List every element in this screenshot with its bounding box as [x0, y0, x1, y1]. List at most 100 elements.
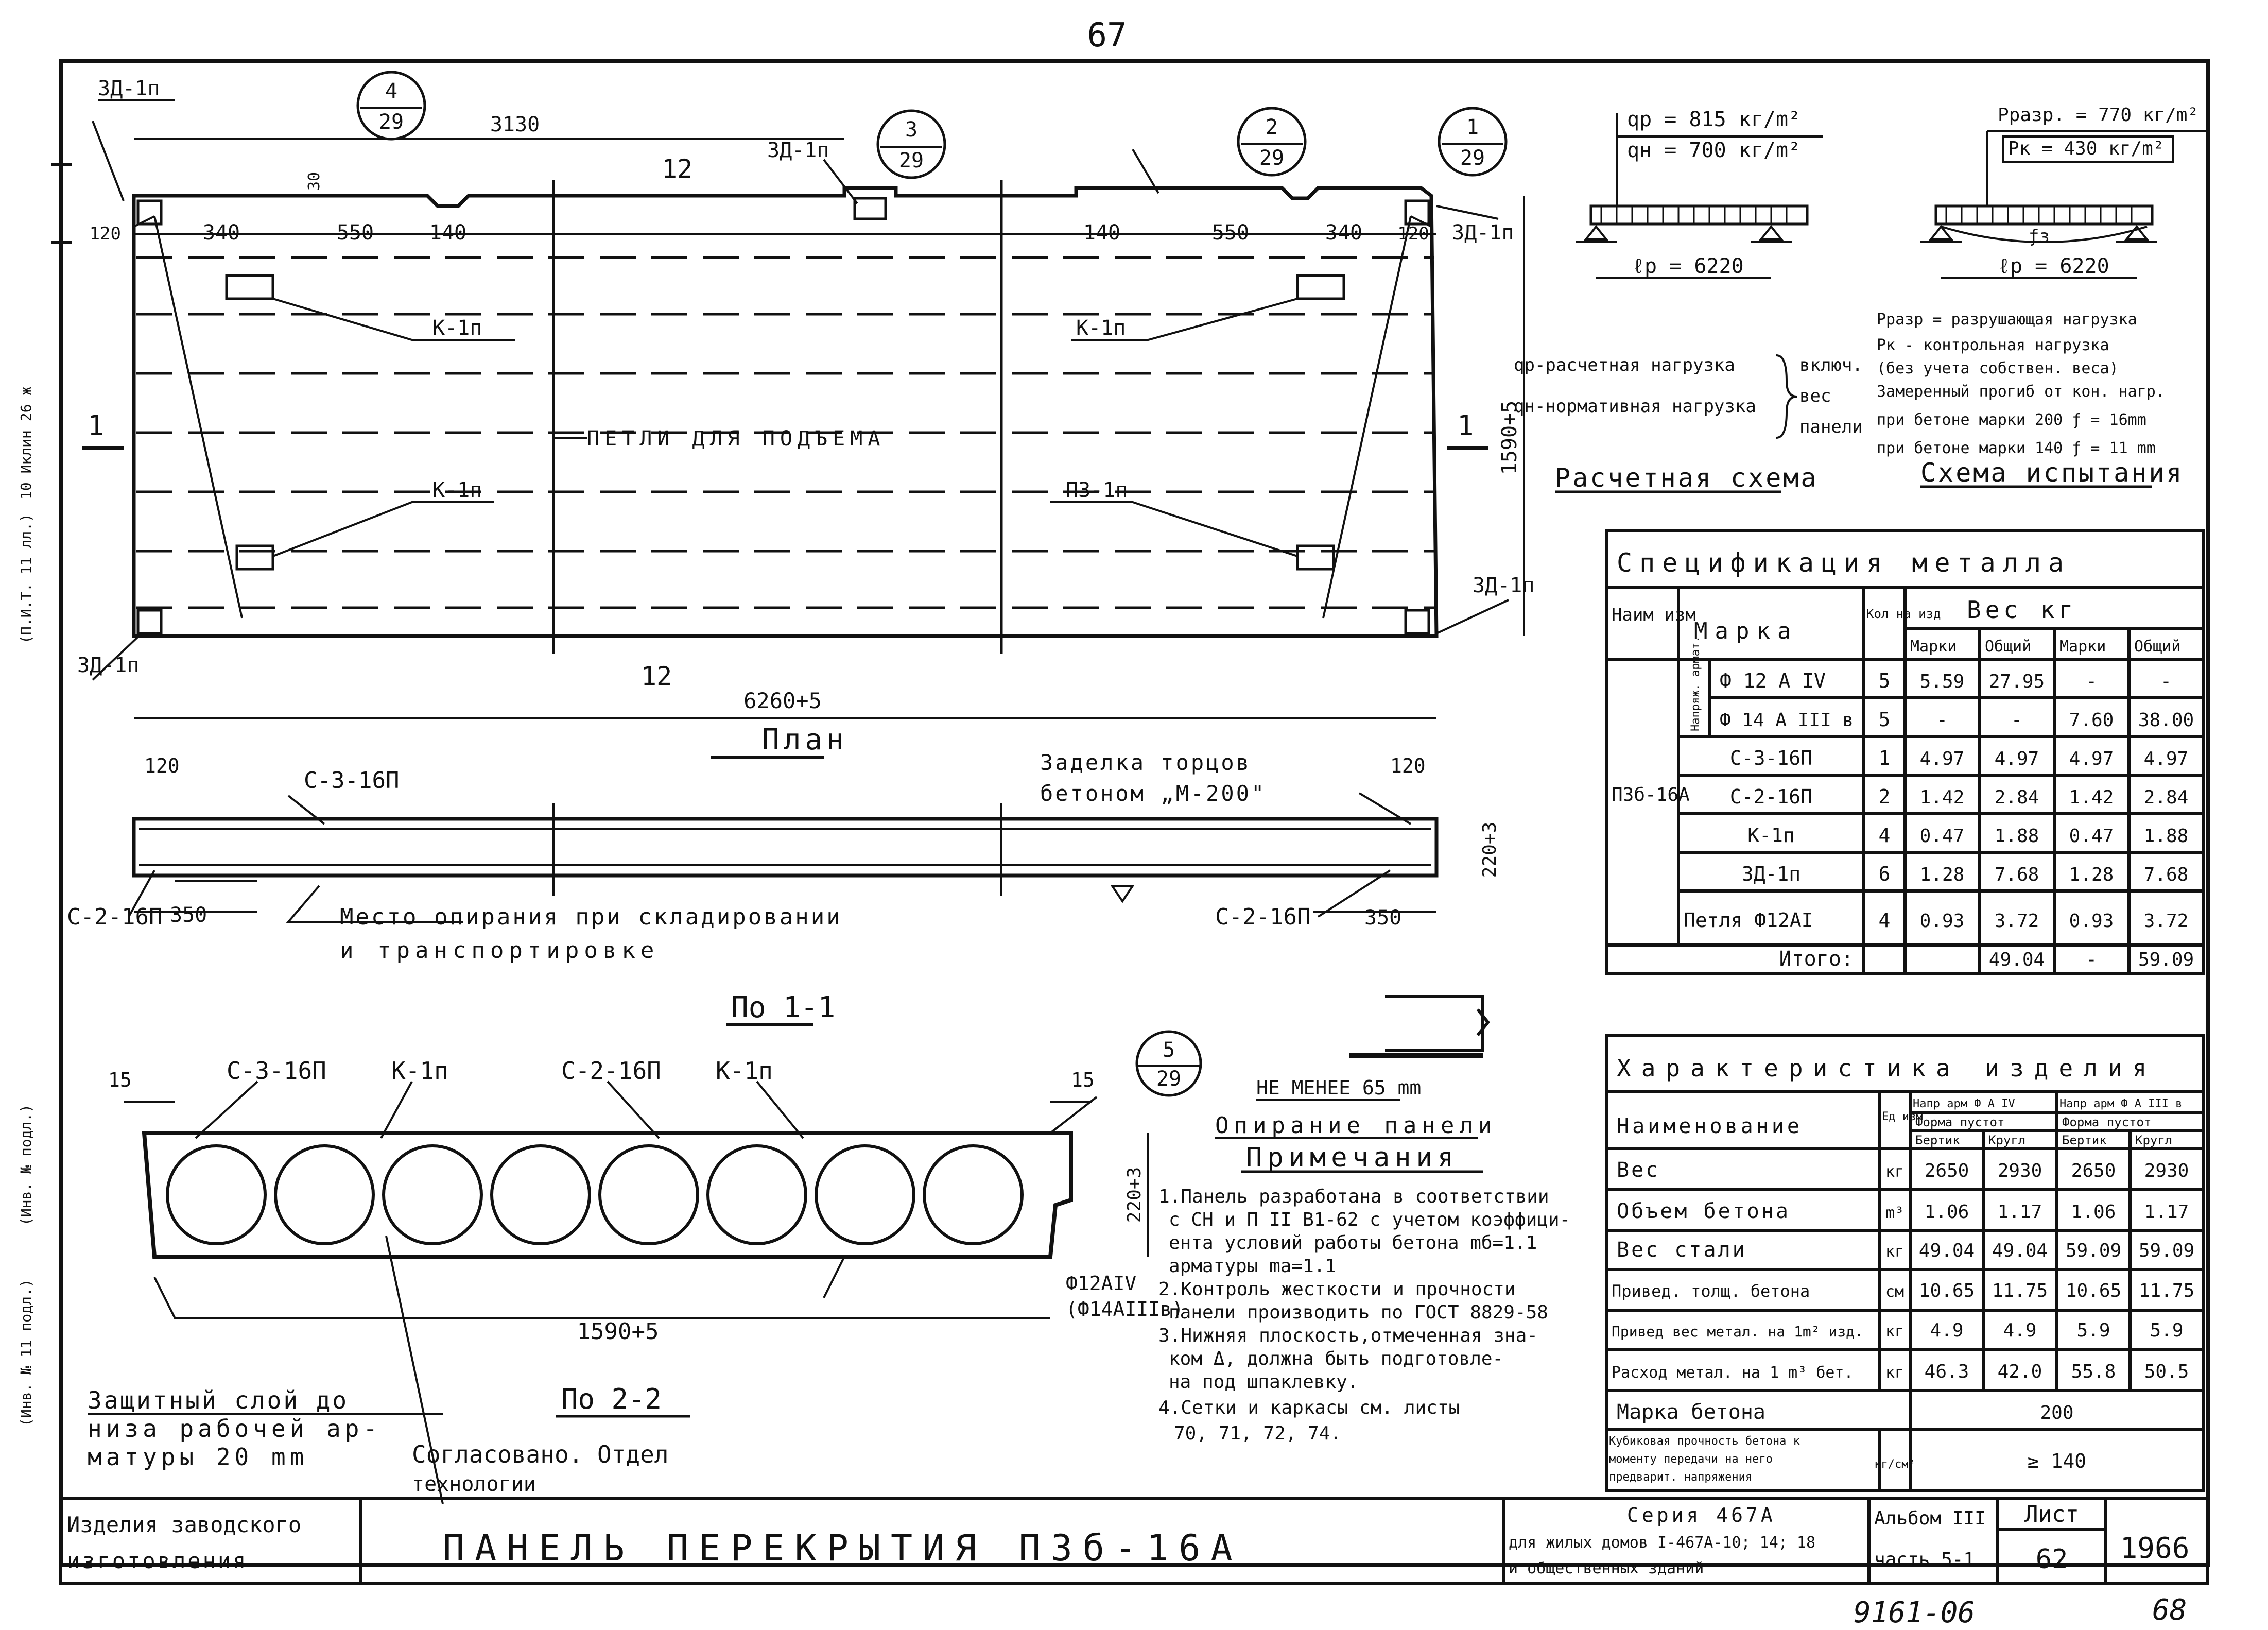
table-row: Вес стали кг 49.04 49.04 59.09 59.09: [1617, 1238, 2194, 1262]
load-legend-qp: qр-расчетная нагрузка: [1514, 355, 1735, 375]
cover-note-1: Защитный слой до: [88, 1386, 349, 1414]
notes: Примечания 1.Панель разработана в соотве…: [1158, 1142, 1570, 1444]
title-series-1: Серия 467А: [1627, 1504, 1776, 1526]
load-hatch: [1600, 206, 1788, 224]
load-legend-brace: [1776, 354, 1797, 439]
svg-text:Привед вес метал. на 1m² изд.: Привед вес метал. на 1m² изд.: [1612, 1323, 1863, 1340]
bottom-right-number: 68: [2152, 1593, 2187, 1627]
cross-bar1: Ф12АIV: [1066, 1272, 1136, 1295]
svg-text:1.28: 1.28: [1920, 864, 1965, 885]
svg-text:55.8: 55.8: [2071, 1361, 2116, 1382]
notes-line: с СН и П II В1-62 с учетом коэффици-: [1169, 1209, 1570, 1230]
svg-text:5: 5: [1879, 670, 1891, 692]
dim-140-left: 140: [429, 221, 466, 245]
k1-part-4: [1296, 544, 1335, 571]
svg-text:1.88: 1.88: [2144, 826, 2189, 847]
svg-text:0.93: 0.93: [1920, 911, 1965, 932]
mark-k1-a: К-1п: [432, 316, 482, 340]
test-pk-box: [2002, 135, 2174, 163]
char-h-form1: Форма пустот: [1915, 1115, 2004, 1129]
zd-part-bl: [136, 609, 163, 635]
notes-line: ента условий работы бетона mб=1.1: [1169, 1232, 1537, 1254]
svg-text:4.9: 4.9: [1930, 1320, 1963, 1341]
svg-text:Ф 14 А III в: Ф 14 А III в: [1720, 710, 1854, 731]
agreed-1: Согласовано. Отдел: [412, 1440, 669, 1468]
long-section-leaders: [128, 792, 1412, 923]
spec-product: П3б-16А: [1612, 784, 1690, 805]
load-supports: [1576, 225, 1792, 243]
dim-550-right: 550: [1212, 221, 1249, 245]
title-album-2: часть 5-1: [1874, 1549, 1975, 1570]
notes-line: 2.Контроль жесткости и прочности: [1158, 1279, 1516, 1300]
svg-text:2.84: 2.84: [2144, 787, 2189, 808]
svg-text:-: -: [2160, 671, 2172, 692]
dim-120-left: 120: [90, 224, 121, 244]
svg-text:1: 1: [1879, 747, 1891, 769]
test-legend-line: Замеренный прогиб от кон. нагр.: [1877, 383, 2165, 401]
cross-callout-top: 5: [1163, 1038, 1175, 1062]
load-legend-qn: qн-нормативная нагрузка: [1514, 396, 1756, 417]
test-deflection: [1941, 226, 2148, 243]
spec-table: Спецификация металла Наим изм Марка Кол …: [1605, 529, 2205, 975]
load-legend-incl-2: вес: [1799, 386, 1831, 406]
callout-2-top: 2: [1266, 115, 1278, 139]
callout-3: 3 29: [876, 109, 946, 179]
spec-h-total-1: Общий: [1985, 638, 2031, 656]
svg-text:6: 6: [1879, 863, 1891, 885]
svg-text:4: 4: [1879, 824, 1891, 847]
plan-diagonals: [133, 215, 1432, 619]
dim-length: 6260+5: [743, 688, 822, 713]
agreed-2: технологии: [412, 1472, 536, 1496]
svg-text:5: 5: [1879, 708, 1891, 731]
svg-text:2650: 2650: [1925, 1160, 1969, 1181]
char-h-unit: Ед изм: [1882, 1110, 1923, 1123]
page-number: 67: [1087, 16, 1127, 55]
table-row: Ф 12 А IV 5 5.59 27.95 - -: [1720, 670, 2172, 692]
svg-text:4.97: 4.97: [2069, 748, 2114, 769]
svg-text:5.59: 5.59: [1920, 671, 1965, 692]
title-album-1: Альбом III: [1874, 1508, 1986, 1529]
cross-k1-right-label: К-1п: [716, 1057, 773, 1085]
long-height: 220+3: [1479, 822, 1500, 878]
svg-text:предварит. напряжения: предварит. напряжения: [1609, 1471, 1752, 1484]
table-row: С-3-16П 1 4.97 4.97 4.97 4.97: [1730, 747, 2188, 769]
char-rows: Вес кг 2650 2930 2650 2930 Объем бетона …: [1609, 1158, 2194, 1484]
svg-text:2.84: 2.84: [1995, 787, 2039, 808]
char-table: Характеристика изделия Наименование Ед и…: [1605, 1034, 2205, 1492]
cross-section-outline: [142, 1131, 1073, 1259]
cross-height: 220+3: [1124, 1167, 1145, 1223]
callout-3-top: 3: [905, 118, 917, 142]
svg-text:Итого:: Итого:: [1779, 947, 1854, 971]
test-scheme: Рразр. = 770 кг/m² Рк = 430 кг/m² ƒз ℓр …: [1877, 105, 2209, 488]
svg-text:4: 4: [1879, 909, 1891, 932]
notes-line: на под шпаклевку.: [1169, 1371, 1358, 1393]
table-row: Расход метал. на 1 m³ бет. кг 46.3 42.0 …: [1612, 1361, 2189, 1382]
test-legend-line: при бетоне марки 200 ƒ = 16mm: [1877, 411, 2146, 429]
table-row: Привед вес метал. на 1m² изд. кг 4.9 4.9…: [1612, 1320, 2184, 1341]
mark-12-bottom: 12: [641, 661, 672, 691]
notes-line: ком Δ, должна быть подготовле-: [1169, 1348, 1503, 1369]
svg-text:10.65: 10.65: [1919, 1280, 1975, 1301]
svg-text:С-3-16П: С-3-16П: [1730, 747, 1812, 769]
svg-text:4.97: 4.97: [1920, 748, 1965, 769]
char-h-g1: Напр арм Ф А IV: [1913, 1097, 2015, 1110]
long-support-2: и транспортировке: [340, 937, 659, 964]
cross-d15-right: 15: [1071, 1069, 1095, 1091]
svg-text:11.75: 11.75: [1992, 1280, 2048, 1301]
mark-12-top: 12: [662, 154, 692, 184]
table-row: Петля Ф12АI 4 0.93 3.72 0.93 3.72: [1684, 909, 2188, 932]
plan-outline: [132, 186, 1439, 638]
cross-k1-left-label: К-1п: [391, 1057, 448, 1085]
callout-2: 2 29: [1237, 107, 1307, 177]
dim-140-right: 140: [1083, 221, 1120, 245]
zd-part-top-mid: [853, 197, 887, 220]
svg-text:5.9: 5.9: [2076, 1320, 2110, 1341]
svg-text:Петля Ф12АI: Петля Ф12АI: [1684, 909, 1813, 932]
callout-3-bottom: 29: [899, 149, 924, 173]
plan-leaders: [92, 121, 1509, 681]
svg-text:27.95: 27.95: [1989, 671, 2045, 692]
spec-h-name: Наим изм: [1612, 605, 1696, 625]
test-hatch: [1945, 206, 2133, 224]
char-h-sub: Кругл: [1988, 1133, 2025, 1147]
svg-text:0.93: 0.93: [2069, 911, 2114, 932]
